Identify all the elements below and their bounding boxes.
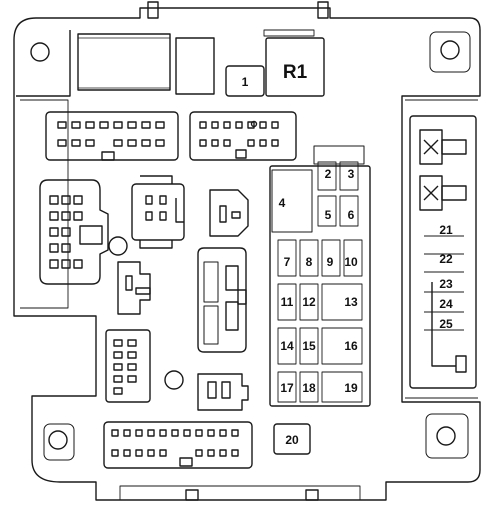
fuse-10-label: 10 [344,255,358,269]
fuse-11-label: 11 [281,295,294,309]
connector-center-tall [197,247,247,353]
fuse-panel [269,145,371,455]
connector-lower-center [197,373,249,411]
mounting-hole [164,370,184,390]
fuse-20-box [273,423,311,455]
fuse-12-label: 12 [302,295,316,309]
fuse-23-label: 23 [439,277,453,291]
fuse-13-label: 13 [344,295,358,309]
fuse-24-label: 24 [439,297,453,311]
relay-1-box [225,65,265,97]
fuse-7-label: 7 [284,255,291,269]
connector-bottom-wide [103,421,253,469]
fuse-22-label: 22 [439,252,453,266]
fuse-2-label: 2 [325,167,332,181]
labels: 1 R1 2 3 4 5 6 7 8 9 10 11 12 13 14 15 1… [242,62,453,447]
fuse-6-label: 6 [348,208,355,222]
fuse-25-label: 25 [439,317,453,331]
connector-center-small [209,189,249,237]
fuse-3-label: 3 [348,167,355,181]
connector-left-small [117,261,151,315]
connector-left-center [131,175,185,249]
fuse-19-label: 19 [344,381,358,395]
fuse-9-label: 9 [327,255,334,269]
fuse-4-label: 4 [279,196,286,210]
relay-r1-label: R1 [283,62,308,83]
fuse-5-label: 5 [325,208,332,222]
fuse-17-label: 17 [280,381,294,395]
fuse-8-label: 8 [306,255,313,269]
connector-upper-right [189,111,297,161]
right-strip [409,115,477,389]
mounting-hole [30,42,50,62]
mounting-hole [108,236,128,256]
fuse-21-label: 21 [439,223,453,237]
connector-upper-left [45,111,179,161]
connector-left-large [39,179,109,285]
mounting-hole [48,430,68,450]
relay-r1-box [265,37,325,97]
fuse-20-label: 20 [285,433,299,447]
mounting-hole [440,40,460,60]
mounting-hole [436,426,456,446]
housing-outline [13,1,481,501]
fuse-16-label: 16 [344,339,358,353]
relay-1-label: 1 [242,75,249,89]
connector-lower-left [105,329,151,403]
fuse-18-label: 18 [302,381,316,395]
fuse-15-label: 15 [302,339,316,353]
top-relay-area [77,29,325,97]
fuse-14-label: 14 [280,339,294,353]
